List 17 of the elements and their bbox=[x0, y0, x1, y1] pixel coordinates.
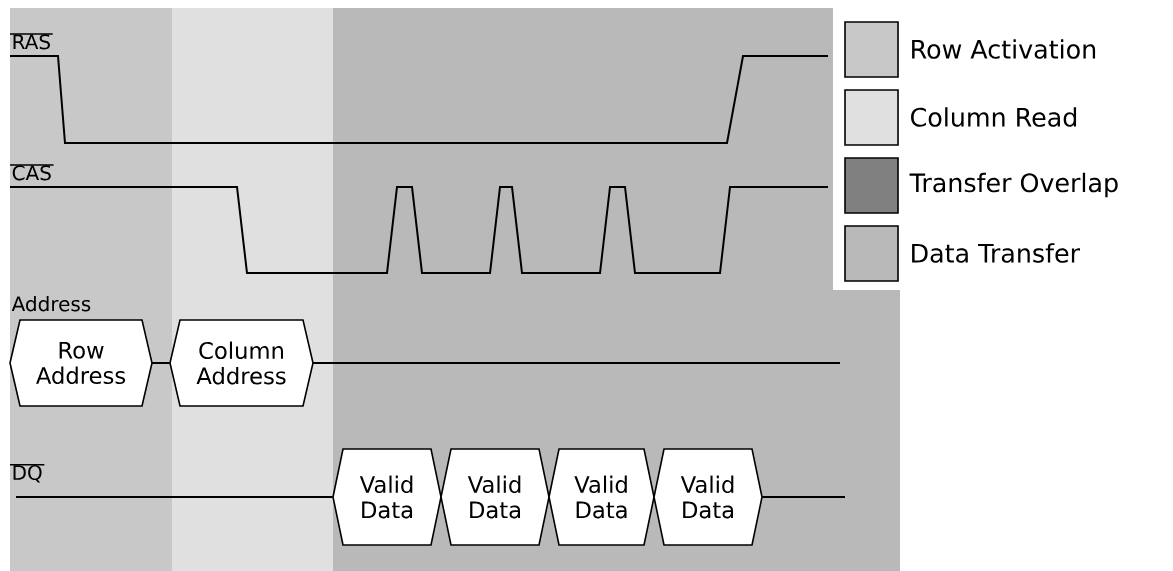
signal-label: RAS bbox=[9, 33, 54, 50]
bus-value-box: Valid Data bbox=[653, 448, 763, 546]
bus-line bbox=[312, 362, 841, 364]
bus-value-box: Valid Data bbox=[440, 448, 550, 546]
bus-value-box: Valid Data bbox=[332, 448, 442, 546]
legend-text: Transfer Overlap bbox=[909, 172, 1118, 198]
signal-label: CAS bbox=[9, 164, 55, 181]
bus-line bbox=[761, 496, 846, 498]
bus-line bbox=[15, 496, 334, 498]
bus-line bbox=[150, 362, 171, 364]
legend-text: Column Read bbox=[911, 107, 1077, 127]
bus-value-box: Column Address bbox=[169, 319, 314, 407]
legend-text: Data Transfer bbox=[912, 243, 1081, 263]
bus-value-box: Valid Data bbox=[548, 448, 655, 546]
signal-label: DQ bbox=[9, 464, 45, 483]
legend-text: Row Activation bbox=[912, 39, 1096, 59]
bus-value-box: Row Address bbox=[9, 319, 153, 407]
